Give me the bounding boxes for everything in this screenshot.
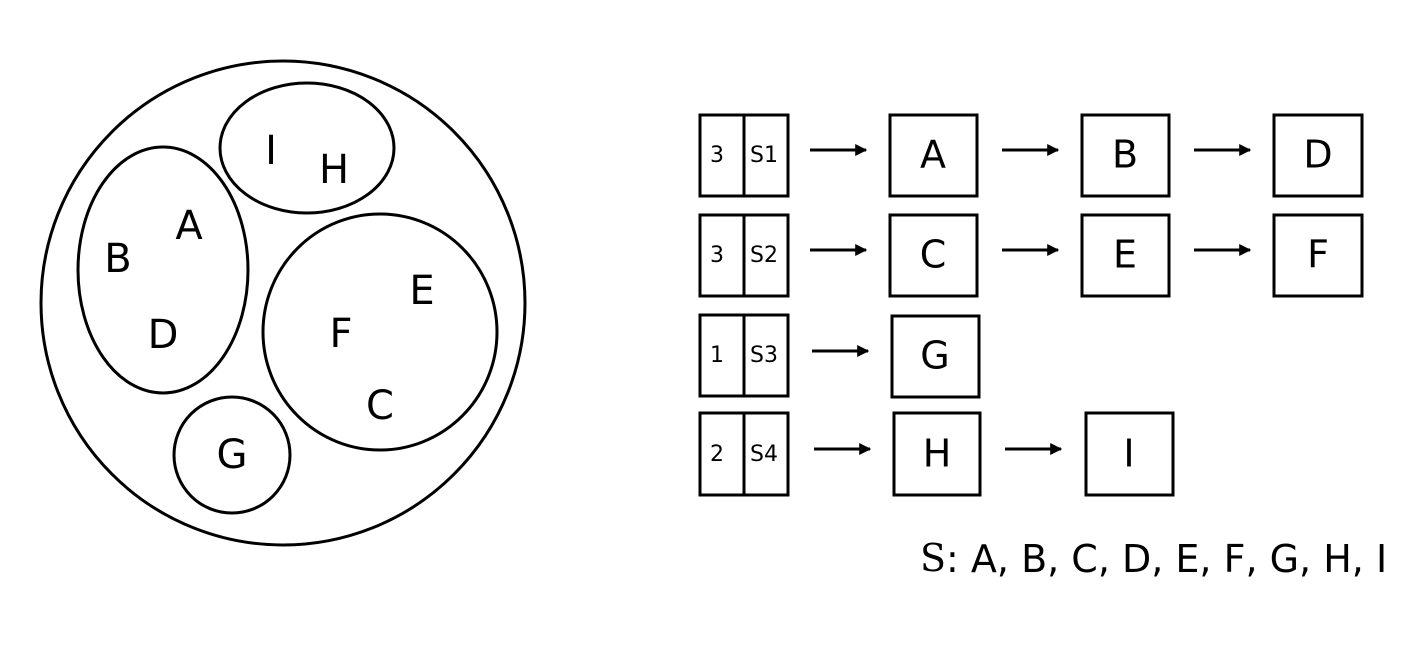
count-cell: 2: [710, 442, 724, 467]
element-label: A: [175, 203, 203, 249]
list-node-label: B: [1112, 133, 1138, 177]
set-name-cell: S1: [750, 143, 778, 168]
count-cell: 1: [710, 343, 724, 368]
summary-line: S: A, B, C, D, E, F, G, H, I: [920, 536, 1387, 581]
set-s1-ellipse: [76, 145, 250, 395]
list-node-label: D: [1303, 133, 1332, 177]
list-node: [888, 113, 979, 198]
element-label: B: [104, 236, 131, 282]
list-node: [1080, 213, 1171, 298]
summary-symbol: S: [920, 536, 946, 580]
venn-elements: A B D E F C G I H: [104, 128, 434, 478]
element-label: H: [319, 147, 349, 193]
summary-text: : A, B, C, D, E, F, G, H, I: [946, 537, 1387, 581]
set-s2-ellipse: [261, 212, 499, 452]
list-node-label: F: [1307, 233, 1329, 277]
linked-lists: 3 S1 A B D 3 S2 C E F: [698, 113, 1364, 497]
universe-circle: [39, 59, 527, 547]
element-label: I: [265, 128, 277, 174]
list-node: [1272, 113, 1364, 198]
venn-diagram: [39, 59, 527, 547]
list-node-label: E: [1113, 233, 1137, 277]
element-label: F: [329, 311, 352, 357]
set-s3-ellipse: [172, 395, 292, 515]
element-label: D: [148, 312, 179, 358]
list-node: [888, 213, 979, 298]
set-name-cell: S3: [750, 343, 778, 368]
list-node: [1084, 411, 1175, 497]
list-row-s1: 3 S1 A B D: [698, 113, 1364, 198]
element-label: E: [409, 268, 434, 314]
list-node-label: I: [1123, 432, 1134, 476]
set-s4-ellipse: [218, 81, 396, 215]
list-node: [892, 411, 982, 497]
element-label: G: [217, 432, 248, 478]
list-node-label: C: [920, 233, 947, 277]
list-node-label: H: [923, 432, 952, 476]
list-node-label: G: [920, 334, 949, 378]
set-name-cell: S4: [750, 442, 778, 467]
list-node: [1272, 213, 1364, 298]
list-node: [1080, 113, 1171, 198]
list-row-s4: 2 S4 H I: [698, 411, 1175, 497]
set-name-cell: S2: [750, 243, 778, 268]
list-node: [890, 314, 981, 399]
list-row-s3: 1 S3 G: [698, 313, 981, 399]
list-node-label: A: [920, 133, 946, 177]
element-label: C: [366, 383, 394, 429]
list-row-s2: 3 S2 C E F: [698, 213, 1364, 298]
count-cell: 3: [710, 143, 724, 168]
count-cell: 3: [710, 243, 724, 268]
